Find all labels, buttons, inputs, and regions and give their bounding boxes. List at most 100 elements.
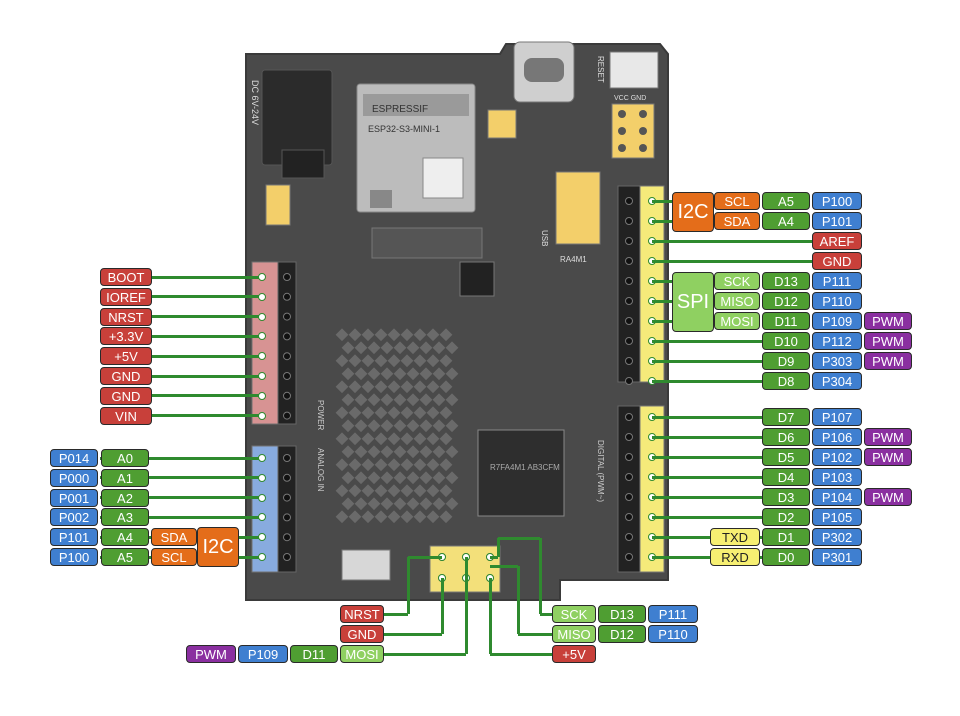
grid-hole (426, 458, 440, 472)
pin-marker (258, 411, 266, 420)
pwm-label: PWM (864, 312, 912, 330)
grid-hole (419, 367, 433, 381)
grid-hole (341, 341, 355, 355)
grid-hole (419, 419, 433, 433)
grid-hole (406, 471, 420, 485)
icsp-port-label: P109 (238, 645, 288, 663)
header-pin (625, 553, 633, 561)
right-port-label: P302 (812, 528, 862, 546)
grid-hole (400, 510, 414, 524)
grid-hole (400, 458, 414, 472)
connector-wire (151, 315, 262, 319)
grid-hole (406, 419, 420, 433)
right-pin-label: D4 (762, 468, 810, 486)
header-pin (283, 352, 291, 361)
grid-hole (354, 367, 368, 381)
grid-hole (341, 419, 355, 433)
pwm-label: PWM (864, 352, 912, 370)
connector-wire (652, 455, 762, 459)
grid-hole (445, 367, 459, 381)
connector-wire (464, 557, 468, 654)
icsp-power-label: GND (340, 625, 384, 643)
grid-hole (335, 484, 349, 498)
connector-wire (384, 612, 408, 616)
grid-hole (348, 354, 362, 368)
silk-digital: DIGITAL (PWM~) (596, 440, 605, 502)
grid-hole (413, 380, 427, 394)
grid-hole (374, 458, 388, 472)
header-pin (625, 317, 633, 325)
connector-wire (384, 652, 466, 656)
pwm-label: PWM (186, 645, 236, 663)
right-pin-label: A5 (762, 192, 810, 210)
icsp-port-label: P110 (648, 625, 698, 643)
grid-hole (445, 471, 459, 485)
header-pin (283, 391, 291, 400)
grid-hole (354, 471, 368, 485)
power-pin-label: NRST (100, 307, 152, 326)
silk-power: POWER (316, 400, 325, 430)
right-pin-label: A4 (762, 212, 810, 230)
header-pin (625, 237, 633, 245)
pin-marker (258, 513, 266, 522)
connector-wire (652, 535, 762, 539)
power-pin-label: GND (100, 386, 152, 405)
pin-marker (258, 493, 266, 502)
grid-hole (439, 510, 453, 524)
grid-hole (367, 341, 381, 355)
grid-hole (419, 341, 433, 355)
connector-wire (652, 339, 762, 343)
grid-hole (432, 419, 446, 433)
grid-hole (335, 432, 349, 446)
grid-hole (400, 354, 414, 368)
analog-pin-label: A2 (101, 488, 149, 507)
right-port-label: P301 (812, 548, 862, 566)
grid-hole (341, 471, 355, 485)
grid-hole (413, 458, 427, 472)
grid-hole (348, 328, 362, 342)
pwm-label: PWM (864, 448, 912, 466)
grid-hole (374, 354, 388, 368)
grid-hole (426, 406, 440, 420)
grid-hole (439, 484, 453, 498)
grid-hole (426, 328, 440, 342)
grid-hole (413, 432, 427, 446)
hole-grid (335, 328, 459, 524)
connector-wire (652, 279, 672, 283)
grid-hole (393, 445, 407, 459)
connector-wire (652, 495, 762, 499)
grid-hole (387, 354, 401, 368)
analog-port-label: P002 (50, 508, 98, 527)
grid-hole (426, 354, 440, 368)
header-pin (625, 217, 633, 225)
grid-hole (380, 367, 394, 381)
grid-hole (445, 393, 459, 407)
header-pin (625, 257, 633, 265)
pin-marker (258, 352, 266, 361)
header-pin (283, 533, 291, 542)
connector-wire (151, 374, 262, 378)
connector-wire (498, 536, 540, 540)
connector-wire (408, 555, 442, 559)
header-pin (625, 473, 633, 481)
analog-port-label: P001 (50, 488, 98, 507)
grid-hole (393, 419, 407, 433)
header-pin (625, 413, 633, 421)
right-port-label: P304 (812, 372, 862, 390)
analog-pin-label: A5 (101, 548, 149, 566)
i2c-alt-label: SCL (714, 192, 760, 210)
right-port-label: P107 (812, 408, 862, 426)
right-pin-label: AREF (812, 232, 862, 250)
right-port-label: P303 (812, 352, 862, 370)
grid-hole (419, 497, 433, 511)
header-pin (283, 372, 291, 380)
connector-wire (652, 239, 812, 243)
header-pin (283, 411, 291, 420)
header-pin (625, 297, 633, 305)
grid-hole (432, 393, 446, 407)
grid-hole (374, 406, 388, 420)
silk-usb: USB (540, 230, 549, 246)
grid-hole (380, 393, 394, 407)
silk-vcc-gnd: VCC GND (614, 95, 646, 102)
